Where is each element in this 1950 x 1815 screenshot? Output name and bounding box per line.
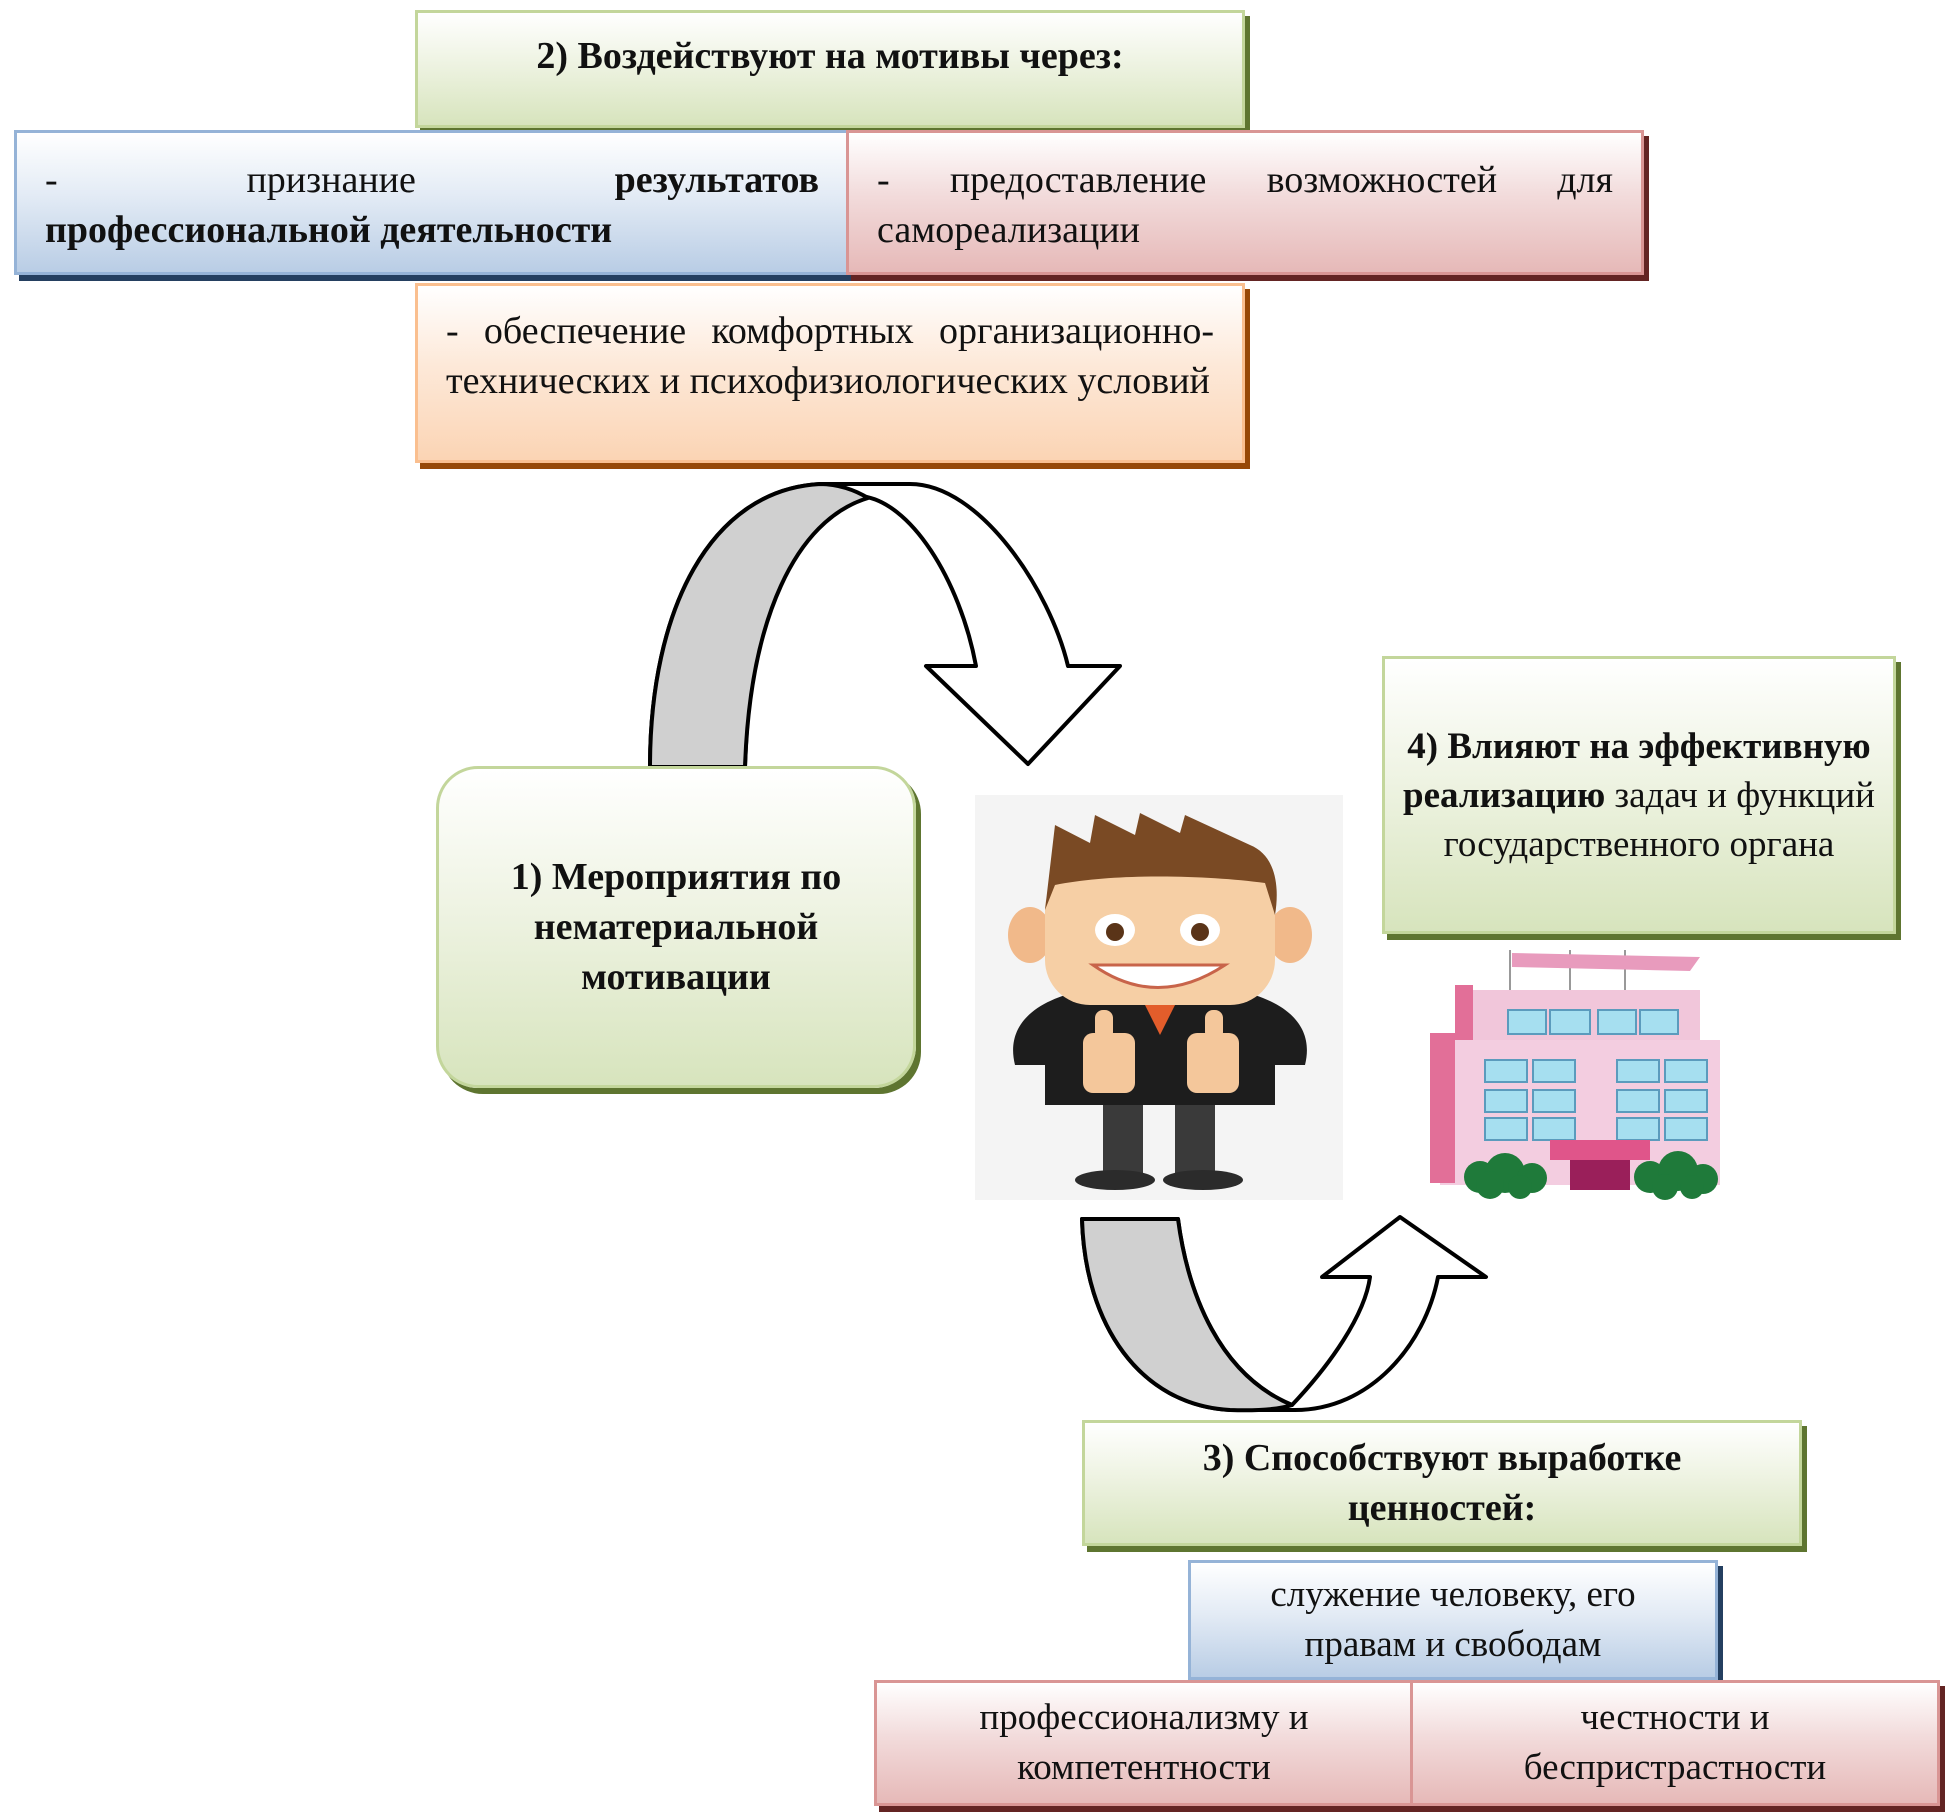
- value-text: служение человеку, его правам и свободам: [1270, 1574, 1636, 1665]
- values-header-box: 3) Способствуют выработке ценностей:: [1082, 1420, 1802, 1546]
- curved-arrow-down-icon: [648, 482, 1122, 769]
- selfrealization-text: - предоставление возможностей для саморе…: [877, 159, 1613, 251]
- government-building-icon: [1420, 945, 1725, 1200]
- motives-header-text: 2) Воздействуют на мотивы через:: [536, 35, 1124, 77]
- recognition-plain-text: признание: [246, 159, 416, 201]
- values-header-text: 3) Способствуют выработке ценностей:: [1202, 1437, 1682, 1529]
- value-box-professionalism: профессионализму и компетентности: [874, 1680, 1414, 1806]
- curved-arrow-up-icon: [1080, 1215, 1488, 1413]
- motives-header-box: 2) Воздействуют на мотивы через:: [415, 10, 1245, 128]
- recognition-bold-text: результатов профессиональной деятельност…: [45, 159, 820, 251]
- dash: -: [45, 159, 58, 201]
- influence-box: 4) Влияют на эффективную реализацию зада…: [1382, 656, 1896, 934]
- value-text: профессионализму и компетентности: [979, 1697, 1309, 1788]
- influence-plain-text: задач и функций государственного органа: [1443, 774, 1875, 865]
- value-text: честности и беспристрастности: [1523, 1697, 1827, 1788]
- motive-conditions-box: - обеспечение комфортных организационно-…: [415, 283, 1245, 463]
- measures-text: 1) Мероприятия по нематериальной мотивац…: [510, 856, 842, 998]
- value-box-service: служение человеку, его правам и свободам: [1188, 1560, 1718, 1680]
- value-box-honesty: честности и беспристрастности: [1410, 1680, 1940, 1806]
- measures-box: 1) Мероприятия по нематериальной мотивац…: [436, 766, 916, 1088]
- motive-selfrealization-box: - предоставление возможностей для саморе…: [846, 130, 1644, 275]
- motive-recognition-box: - признание результатов профессиональной…: [14, 130, 850, 275]
- influence-bold-text: 4) Влияют на эффективную реализацию: [1403, 725, 1871, 816]
- conditions-text: - обеспечение комфортных организационно-…: [446, 310, 1214, 402]
- person-thumbs-up-icon: [975, 795, 1343, 1200]
